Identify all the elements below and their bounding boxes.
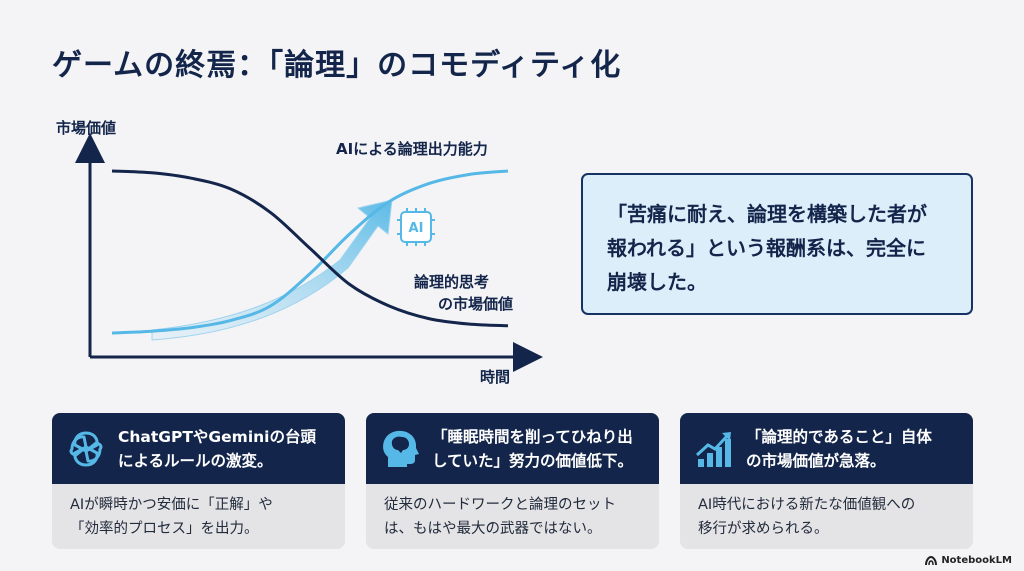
card-body-line: は、もはや最大の武器ではない。 [384, 521, 602, 537]
card-value-drop: 「論理的であること」自体 の市場価値が急落。 AI時代における新たな価値観への … [680, 413, 973, 549]
openai-icon [64, 427, 108, 471]
card-body-line: 「効率的プロセス」を出力。 [70, 521, 259, 537]
notebooklm-logo-icon [925, 555, 938, 565]
card-title-line: ChatGPTやGeminiの台頭 [118, 427, 316, 446]
series-label-logic: 論理的思考 の市場価値 [414, 273, 513, 313]
quote-line: 報われる」という報酬系は、完全に [607, 236, 926, 260]
brand-name: NotebookLM [941, 555, 1012, 566]
series-line-ai-output [111, 169, 509, 335]
card-body: AI時代における新たな価値観への 移行が求められる。 [680, 484, 973, 541]
ai-rise-arrow [151, 199, 393, 341]
card-ai-rise: ChatGPTやGeminiの台頭 によるルールの激変。 AIが瞬時かつ安価に「… [52, 413, 345, 549]
card-body-line: 従来のハードワークと論理のセット [384, 497, 616, 513]
card-title-line: していた」努力の価値低下。 [432, 451, 634, 470]
x-axis-label: 時間 [480, 368, 510, 386]
card-header: ChatGPTやGeminiの台頭 によるルールの激変。 [52, 413, 345, 484]
quote-line: 崩壊した。 [607, 270, 707, 294]
series-line-logic-value [111, 169, 509, 328]
quote-line: 「苦痛に耐え、論理を構築した者が [607, 202, 927, 226]
card-title: ChatGPTやGeminiの台頭 によるルールの激変。 [118, 425, 316, 473]
ai-chip-icon: AI [397, 208, 435, 246]
card-title-line: 「論理的であること」自体 [746, 427, 932, 446]
bar-chart-icon [692, 427, 736, 471]
card-header: 「論理的であること」自体 の市場価値が急落。 [680, 413, 973, 484]
s-curve-chart: AI 市場価値 時間 AIによる論理出力能力 論理的思考 の市場価値 [40, 100, 560, 400]
y-axis-label: 市場価値 [56, 119, 116, 137]
card-title: 「睡眠時間を削ってひねり出 していた」努力の価値低下。 [432, 425, 633, 473]
card-body-line: AI時代における新たな価値観への [698, 497, 916, 513]
series-label-ai: AIによる論理出力能力 [336, 140, 488, 158]
card-title-line: の市場価値が急落。 [746, 451, 886, 470]
card-body: 従来のハードワークと論理のセット は、もはや最大の武器ではない。 [366, 484, 659, 541]
ai-chip-label: AI [409, 221, 424, 236]
card-body: AIが瞬時かつ安価に「正解」や 「効率的プロセス」を出力。 [52, 484, 345, 541]
chart-svg: AI 市場価値 時間 AIによる論理出力能力 論理的思考 の市場価値 [56, 119, 543, 386]
card-title-line: によるルールの激変。 [118, 451, 273, 470]
card-body-line: 移行が求められる。 [698, 521, 829, 537]
card-title-line: 「睡眠時間を削ってひねり出 [432, 427, 633, 446]
quote-box: 「苦痛に耐え、論理を構築した者が 報われる」という報酬系は、完全に 崩壊した。 [581, 173, 973, 315]
card-effort-decline: 「睡眠時間を削ってひねり出 していた」努力の価値低下。 従来のハードワークと論理… [366, 413, 659, 549]
page-title: ゲームの終焉：「論理」のコモディティ化 [52, 48, 622, 83]
card-title: 「論理的であること」自体 の市場価値が急落。 [746, 425, 932, 473]
card-body-line: AIが瞬時かつ安価に「正解」や [70, 497, 273, 513]
card-header: 「睡眠時間を削ってひねり出 していた」努力の価値低下。 [366, 413, 659, 484]
brand-watermark: NotebookLM [925, 555, 1012, 566]
head-brain-icon [378, 427, 422, 471]
